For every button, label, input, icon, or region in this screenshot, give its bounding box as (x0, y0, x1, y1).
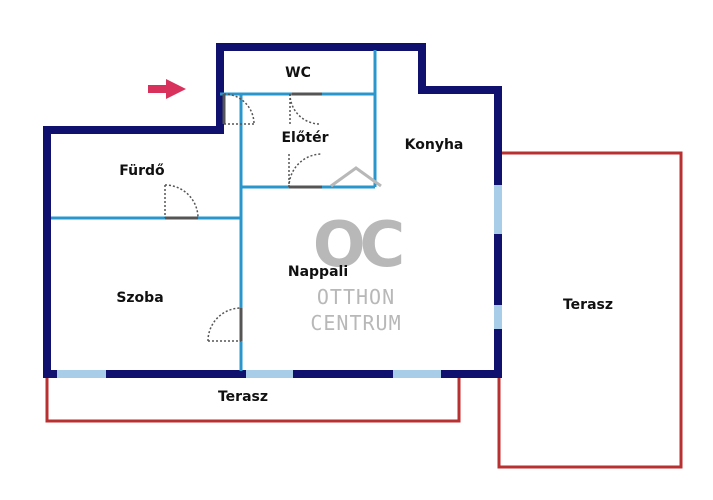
room-label-terasz-right: Terasz (563, 297, 613, 313)
room-label-konyha: Konyha (405, 137, 464, 153)
room-label-terasz-bottom: Terasz (218, 389, 268, 405)
logo-roof-icon (330, 166, 382, 188)
room-label-eloter: Előtér (281, 130, 328, 146)
terrace-right-outline (497, 151, 683, 469)
room-label-wc: WC (285, 65, 311, 81)
entrance-arrow-icon (148, 79, 186, 99)
door-entrance (223, 93, 255, 125)
room-label-nappali: Nappali (288, 264, 348, 280)
door-szoba (207, 307, 242, 342)
door-wc (289, 93, 321, 125)
room-label-furdo: Fürdő (119, 163, 165, 179)
door-furdo (164, 184, 199, 219)
terrace-bottom-outline (45, 374, 461, 423)
logo-line-1: OTTHON (317, 285, 395, 309)
logo-line-2: CENTRUM (310, 311, 401, 335)
doors (164, 92, 323, 342)
logo-monogram: OC (313, 208, 402, 281)
door-eloter (288, 153, 323, 188)
watermark-logo: OC OTTHON CENTRUM (310, 166, 408, 335)
windows (57, 185, 502, 378)
exterior-wall (43, 43, 502, 378)
room-label-szoba: Szoba (116, 290, 163, 306)
